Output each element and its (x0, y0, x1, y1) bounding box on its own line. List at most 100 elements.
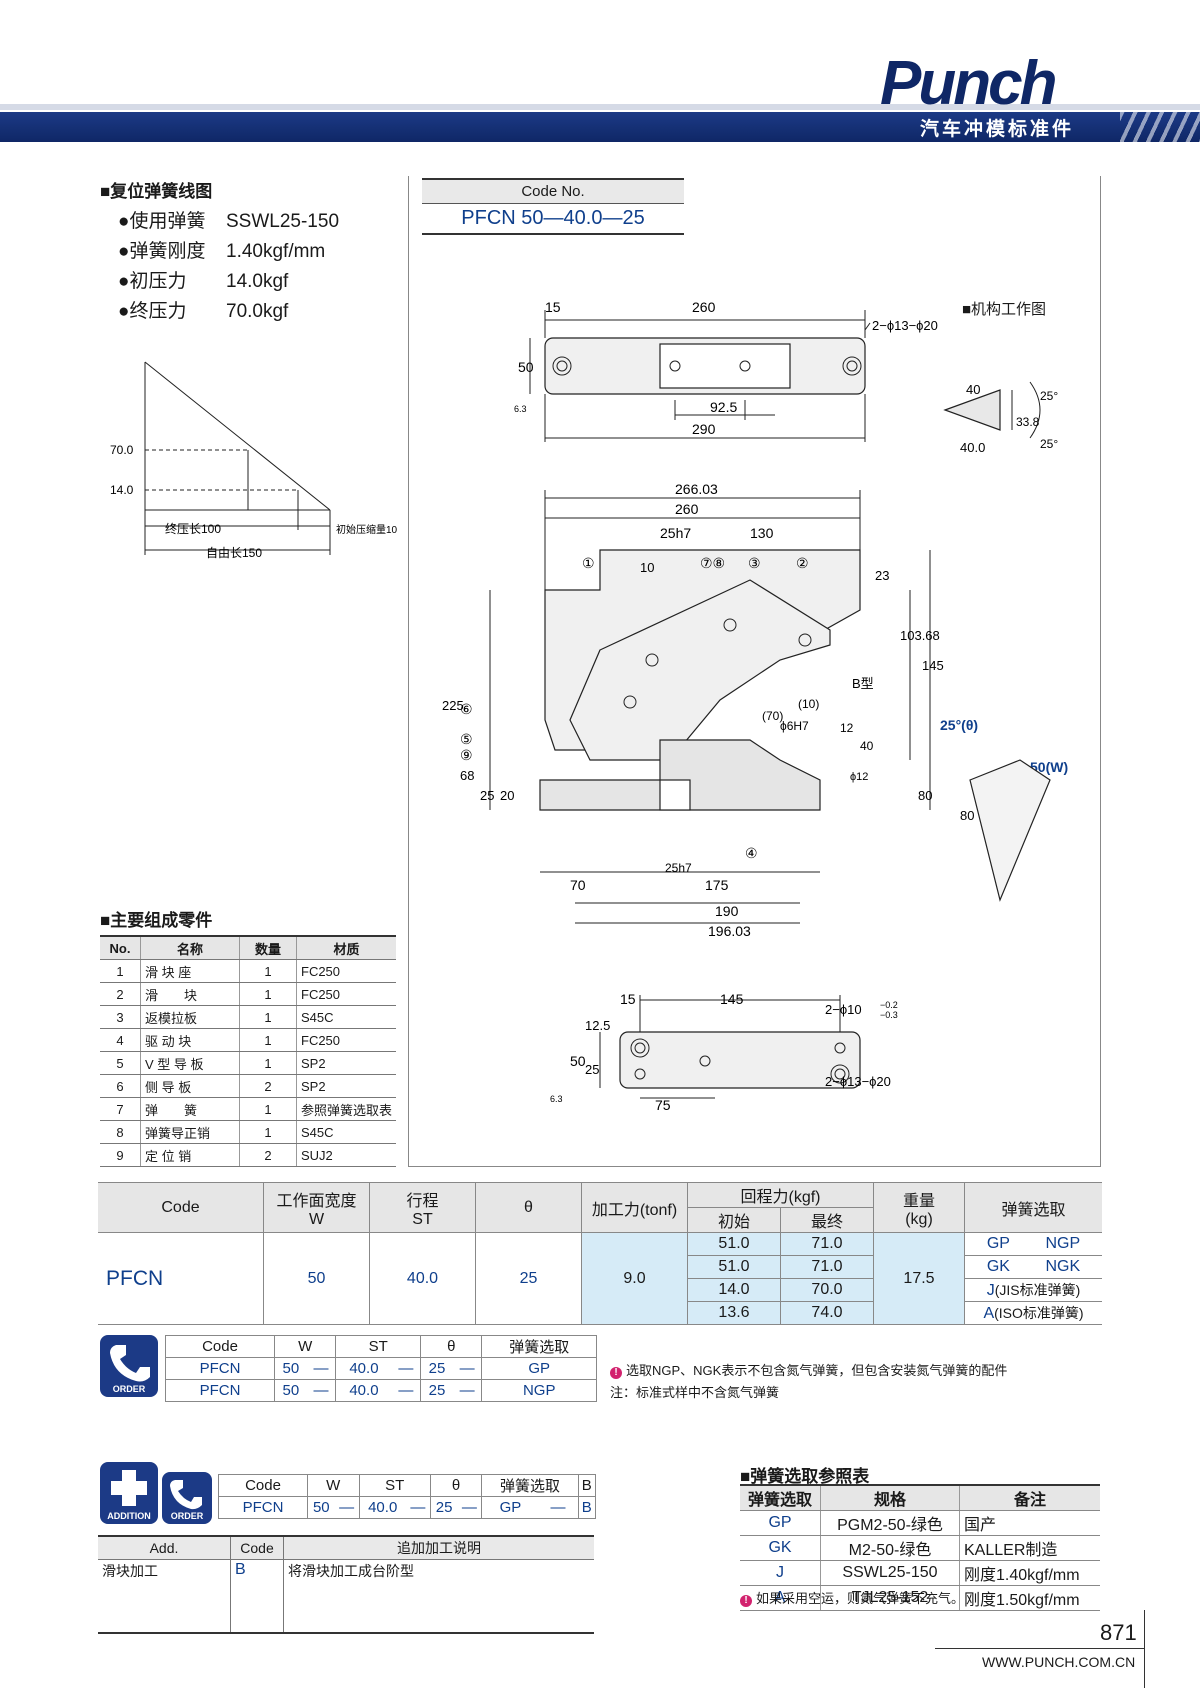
roughness: 6.3 (550, 1094, 563, 1104)
add-col-code: Code (230, 1535, 284, 1560)
spring-curve-graph: 70.0 14.0 终压长100 初始压缩量10 自由长150 (110, 361, 398, 560)
dim-92-5: 92.5 (710, 399, 737, 415)
add-code: PFCN (218, 1496, 308, 1519)
part-name: 弹 簧 (140, 1097, 240, 1121)
add-h-code: Code (218, 1474, 308, 1497)
spec-value: 70.0kgf (226, 301, 289, 322)
col-name: 名称 (140, 935, 240, 960)
spec-value: SSWL25-150 (226, 211, 340, 232)
dim-20: 20 (500, 788, 514, 803)
order-sep: — (306, 1379, 337, 1402)
part-no: 1 (100, 959, 141, 983)
add-st: 40.0 (358, 1496, 406, 1519)
add-h-st: ST (358, 1474, 431, 1497)
spring-h-spec: 规格 (820, 1484, 960, 1511)
dim-25: 25 (480, 788, 494, 803)
spring-note: 刚度1.40kgf/mm (959, 1560, 1100, 1586)
header-band (0, 112, 1200, 142)
add-item-code: B (230, 1559, 284, 1634)
spring-h-select: 弹簧选取 (740, 1484, 821, 1511)
part-name: 滑 块 座 (140, 959, 240, 983)
footer-rule-v (1144, 1610, 1145, 1688)
h-init: 初始 (687, 1207, 781, 1233)
add-order-row: PFCN 50 — 40.0 — 25 — GP — B (218, 1496, 597, 1519)
part-no: 7 (100, 1097, 141, 1121)
callout-2: ② (796, 555, 809, 571)
part-qty: 1 (239, 1005, 297, 1029)
dim-175: 175 (705, 877, 729, 893)
add-h-w: W (307, 1474, 360, 1497)
order-note-1: !选取NGP、NGK表示不包含氮气弹簧，但包含安装氮气弹簧的配件 (610, 1360, 1007, 1379)
order-sep: — (452, 1379, 483, 1402)
part-material: 参照弹簧选取表 (296, 1097, 396, 1121)
spring-spec: TJL25-152 (820, 1585, 960, 1611)
cell-spring: A(ISO标准弹簧) (964, 1301, 1102, 1325)
part-name: V 型 导 板 (140, 1051, 240, 1075)
add-w: 50 (306, 1496, 335, 1519)
spring-code-alt: NGP (1045, 1235, 1081, 1252)
order-w: 50 (273, 1357, 307, 1380)
cell-init: 13.6 (687, 1301, 781, 1325)
bottom-plate-drawing: 15 145 12.5 50 25 75 2−ϕ10 −0.2 −0.3 2−ϕ… (550, 991, 898, 1113)
order-st: 40.0 (335, 1357, 392, 1380)
dim-25h7: 25h7 (660, 525, 691, 541)
h-return: 回程力(kgf) (687, 1182, 874, 1208)
alert-icon: ! (610, 1367, 622, 1379)
footer-rule-h (935, 1648, 1145, 1649)
order-h-st: ST (335, 1335, 422, 1358)
order-row: PFCN 50 — 40.0 — 25 — GP (165, 1357, 597, 1380)
part-material: S45C (296, 1005, 396, 1029)
spring-spec: PGM2-50-绿色 (820, 1510, 960, 1536)
spec-value: 1.40kgf/mm (226, 241, 326, 262)
add-item-desc: 将滑块加工成台阶型 (283, 1559, 594, 1634)
dim-40: 40 (966, 382, 980, 397)
addition-icon-caption: ADDITION (107, 1511, 151, 1521)
header-stripes (1120, 112, 1200, 142)
addition-icon: ADDITION (100, 1462, 158, 1524)
callout-5: ⑤ (460, 731, 473, 747)
cell-force: 9.0 (581, 1232, 688, 1325)
part-no: 2 (100, 982, 141, 1006)
spring-code: A (983, 1305, 995, 1322)
add-sep: — (457, 1496, 483, 1519)
hole-spec-2: 2−ϕ13−ϕ20 (825, 1074, 891, 1089)
part-no: 9 (100, 1143, 141, 1167)
angle-theta: 25°(θ) (940, 717, 978, 733)
add-sep: — (405, 1496, 431, 1519)
spring-note: (ISO标准弹簧) (994, 1305, 1084, 1321)
add-item: 滑块加工 (98, 1559, 231, 1634)
dim-225: 225 (442, 698, 464, 713)
add-col-add: Add. (98, 1535, 231, 1560)
spec-value: 14.0kgf (226, 271, 289, 292)
part-no: 8 (100, 1120, 141, 1144)
order-icon-caption: ORDER (170, 1511, 204, 1521)
addition-order-table: Code W ST θ 弹簧选取 B PFCN 50 — 40.0 — 25 —… (218, 1474, 597, 1519)
order-theta: 25 (420, 1379, 453, 1402)
dim-290: 290 (692, 421, 716, 437)
order-sep: — (391, 1357, 422, 1380)
dim-15: 15 (545, 299, 561, 315)
tolerance-lower: −0.3 (880, 1010, 898, 1020)
dim-75: 75 (655, 1097, 671, 1113)
spring-code: J (986, 1282, 995, 1299)
spring-h-note: 备注 (959, 1484, 1100, 1511)
frame-left (408, 176, 409, 1166)
callout-3: ③ (748, 555, 761, 571)
dim-33-8: 33.8 (1016, 415, 1040, 429)
dim-196-03: 196.03 (708, 923, 751, 939)
part-qty: 1 (239, 959, 297, 983)
callout-1: ① (582, 555, 595, 571)
cell-st: 40.0 (369, 1232, 476, 1325)
add-sep: — (334, 1496, 360, 1519)
dim-25: 25 (585, 1062, 599, 1077)
h-theta: θ (475, 1182, 582, 1233)
